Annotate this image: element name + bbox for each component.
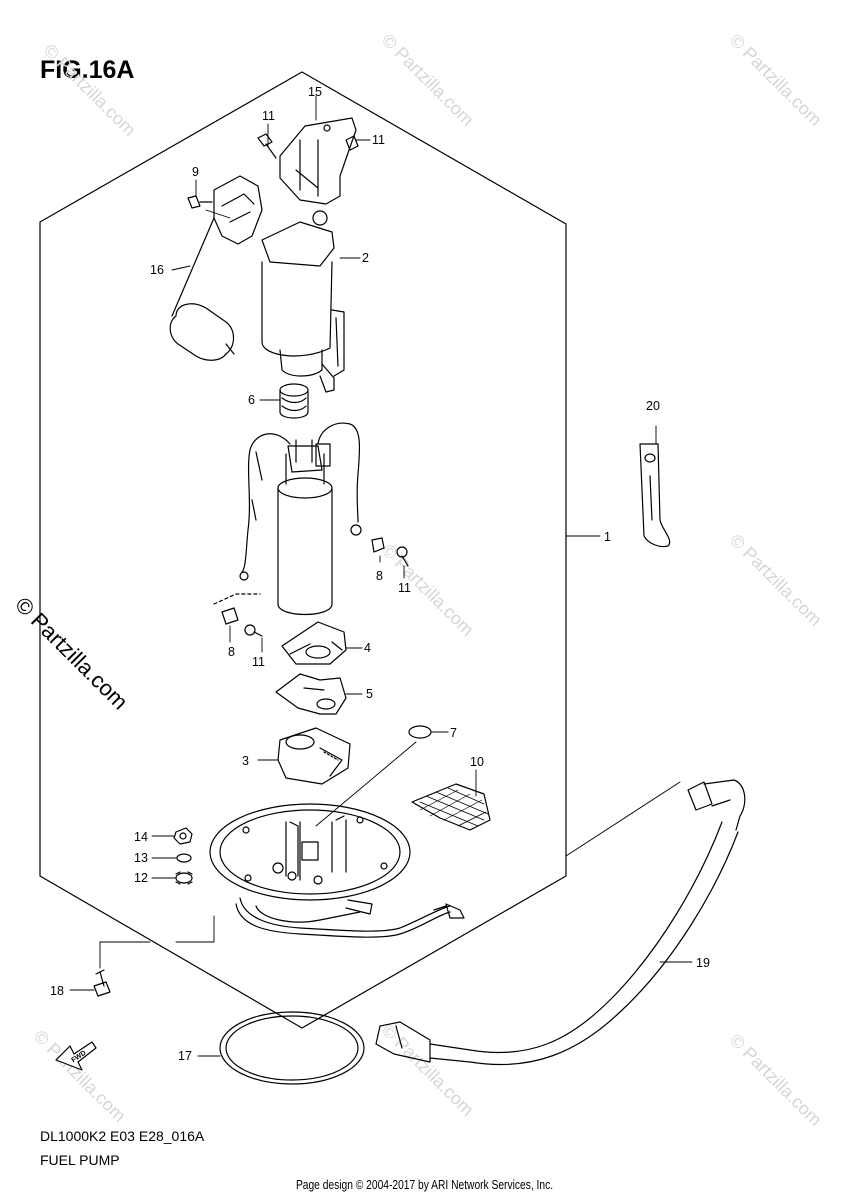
fuel-hose-part-19	[375, 779, 746, 1066]
nut-part-14	[173, 827, 193, 845]
gasket-part-17	[219, 1011, 365, 1085]
screw-part-11-right	[396, 546, 409, 567]
assembly-outline	[39, 71, 567, 1029]
callout-numbers: 1 2 3 4 5 6 7 8 8 9 10 11 11 11 11 12 13…	[50, 85, 710, 1064]
callout-3: 3	[242, 754, 249, 768]
figure-title: FIG.16A	[40, 56, 135, 84]
seal-part-6	[279, 383, 309, 419]
callout-13: 13	[134, 851, 148, 865]
filter-part-10	[411, 783, 491, 831]
washer-part-8-left	[221, 607, 239, 625]
leader-lines	[69, 95, 693, 1057]
screw-part-9	[187, 195, 213, 209]
fwd-arrow-icon	[55, 1041, 97, 1071]
callout-2: 2	[362, 251, 369, 265]
callout-7: 7	[450, 726, 457, 740]
callout-11-left: 11	[252, 655, 265, 669]
model-code: DL1000K2 E03 E28_016A	[40, 1128, 205, 1144]
callout-8-right: 8	[376, 569, 383, 583]
washer-part-13	[176, 853, 192, 863]
fuel-pump-motor	[213, 422, 362, 616]
diagram-caption: FUEL PUMP	[40, 1152, 120, 1168]
lock-washer-part-12	[175, 871, 193, 885]
o-ring-part-7	[408, 725, 432, 739]
washer-part-8-right	[371, 537, 385, 553]
callout-15: 15	[308, 85, 322, 99]
bracket-part-15	[279, 117, 357, 205]
callout-19: 19	[696, 956, 710, 970]
callout-8-left: 8	[228, 645, 235, 659]
callout-11-right: 11	[398, 581, 411, 595]
fuel-sender-part-16	[169, 175, 263, 361]
callout-9: 9	[192, 165, 199, 179]
copyright-footer: Page design © 2004-2017 by ARI Network S…	[295, 1178, 554, 1192]
callout-1: 1	[604, 530, 611, 544]
clamp-part-20	[639, 443, 671, 548]
callout-16: 16	[150, 263, 164, 277]
fuel-filter-part-3	[277, 727, 351, 785]
callout-4: 4	[364, 641, 371, 655]
bolt-part-11-top-right	[345, 135, 359, 151]
wire-harness	[235, 897, 465, 938]
screw-part-11-left	[244, 624, 263, 637]
callout-11-top-right: 11	[372, 133, 385, 147]
holder-part-5	[275, 673, 347, 715]
callout-17: 17	[178, 1049, 192, 1063]
callout-6: 6	[248, 393, 255, 407]
bolt-part-18	[93, 969, 111, 997]
filter-case-part-2	[261, 210, 345, 393]
base-plate	[209, 803, 411, 923]
callout-12: 12	[134, 871, 148, 885]
cushion-part-4	[281, 621, 347, 665]
callout-14: 14	[134, 830, 148, 844]
callout-18: 18	[50, 984, 64, 998]
callout-11-top-left: 11	[262, 109, 275, 123]
callout-5: 5	[366, 687, 373, 701]
callout-10: 10	[470, 755, 484, 769]
bolt-part-11-top-left	[257, 133, 277, 159]
callout-20: 20	[646, 399, 660, 413]
